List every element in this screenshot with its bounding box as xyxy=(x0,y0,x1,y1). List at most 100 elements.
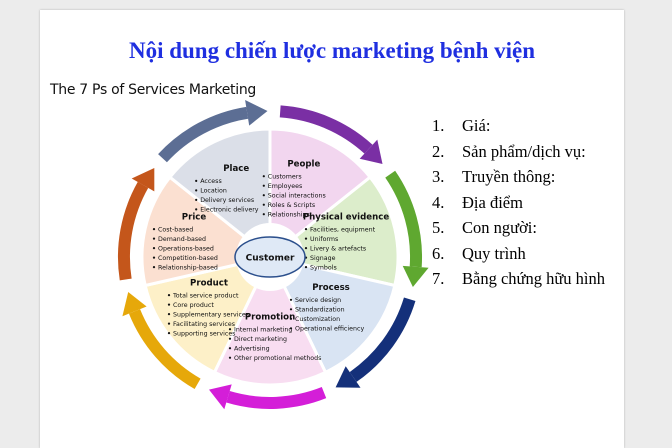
segment-promotion xyxy=(212,253,328,387)
segment-item: Employees xyxy=(268,183,302,190)
segment-item: Livery & artefacts xyxy=(310,245,366,252)
bullet-icon xyxy=(152,237,156,240)
list-item-number: 6. xyxy=(432,243,445,263)
cycle-arrow-people xyxy=(279,105,373,154)
segment-item: Cost-based xyxy=(158,226,193,233)
bullet-icon xyxy=(152,247,156,250)
arrow-head-icon xyxy=(335,366,361,388)
content-list: 1. Giá: 2.Sản phẩm/dịch vụ: 3. Truyền thông:… xyxy=(432,113,605,292)
list-item: 3. Truyền thông: xyxy=(432,164,605,190)
cycle-arrow-place xyxy=(158,106,249,163)
cycle-arrow-promotion xyxy=(226,386,327,409)
arrow-head-icon xyxy=(359,139,383,164)
segment-item: Competition-based xyxy=(158,255,218,262)
list-item-text: Truyền thông: xyxy=(462,167,556,186)
bullet-icon xyxy=(228,328,232,331)
bullet-icon xyxy=(262,184,265,187)
segment-place xyxy=(167,127,272,261)
list-item-number: 3. xyxy=(432,167,445,186)
slide-title: Nội dung chiến lược marketing bệnh viện xyxy=(128,38,536,63)
bullet-icon xyxy=(304,266,308,269)
bullet-icon xyxy=(289,317,293,320)
bullet-icon xyxy=(152,256,156,259)
segment-item: Supplementary services xyxy=(173,311,249,318)
list-item-number: 5. xyxy=(432,218,445,237)
bullet-icon xyxy=(289,298,293,301)
wheel-title: The 7 Ps of Services Marketing xyxy=(50,82,256,98)
bullet-icon xyxy=(195,189,198,192)
cycle-arrow-physical-evidence xyxy=(385,170,423,268)
segment-item: Delivery services xyxy=(200,197,254,204)
list-item-text: Sản phẩm/dịch vụ: xyxy=(462,141,586,161)
list-item-text: Bằng chứng hữu hình xyxy=(462,269,605,288)
list-item: 2.Sản phẩm/dịch vụ: xyxy=(432,139,605,165)
segment-item: Core product xyxy=(173,302,214,309)
segment-item: Direct marketing xyxy=(234,336,287,343)
segment-item: Total service product xyxy=(172,292,239,299)
segment-item: Standardization xyxy=(295,307,345,314)
bullet-icon xyxy=(167,332,171,335)
list-item: 1. Giá: xyxy=(432,113,605,139)
bullet-icon xyxy=(289,308,293,311)
segment-item: Advertising xyxy=(234,346,270,353)
list-item-text: Giá: xyxy=(462,116,491,135)
cycle-arrow-product xyxy=(128,309,201,390)
segment-item: Signage xyxy=(310,255,336,262)
segment-item: Relationships xyxy=(268,212,310,219)
arrow-head-icon xyxy=(209,384,232,410)
bullet-icon xyxy=(262,213,265,216)
bullet-icon xyxy=(152,266,156,269)
arrow-head-icon xyxy=(402,265,429,287)
bullet-icon xyxy=(152,228,156,231)
list-item: 4. Địa điểm xyxy=(432,190,605,216)
segment-item: Location xyxy=(200,188,227,195)
bullet-icon xyxy=(289,327,293,330)
bullet-icon xyxy=(228,337,232,340)
bullet-icon xyxy=(195,198,198,201)
list-item-number: 7. xyxy=(432,269,445,288)
segment-item: Uniforms xyxy=(310,236,338,243)
segment-title: Product xyxy=(190,278,228,288)
bullet-icon xyxy=(167,313,171,316)
list-item-text: Địa điểm xyxy=(462,192,523,212)
bullet-icon xyxy=(304,247,308,250)
segment-item: Symbols xyxy=(310,264,337,271)
segment-item: Social interactions xyxy=(268,193,326,200)
segment-item: Internal marketing xyxy=(234,327,292,334)
segment-item: Supporting services xyxy=(173,330,235,337)
segment-item: Service design xyxy=(295,297,341,304)
segment-item: Demand-based xyxy=(158,236,206,243)
list-item: 7. Bằng chứng hữu hình xyxy=(432,266,605,292)
segment-product xyxy=(143,254,273,375)
segment-title: Process xyxy=(312,283,350,293)
segment-text-price: PriceCost-basedDemand-basedOperations-ba… xyxy=(152,212,218,271)
segment-item: Customization xyxy=(295,316,340,323)
segment-item: Customers xyxy=(268,174,302,181)
list-item: 6.Quy trình xyxy=(432,241,605,267)
bullet-icon xyxy=(228,356,232,359)
bullet-icon xyxy=(167,303,171,306)
segment-item: Relationship-based xyxy=(158,264,218,271)
list-item-number: 4. xyxy=(432,192,445,212)
cycle-arrow-price xyxy=(117,181,149,281)
segment-process xyxy=(267,254,397,375)
segment-item: Roles & Scripts xyxy=(268,202,315,209)
bullet-icon xyxy=(228,347,232,350)
bullet-icon xyxy=(262,203,265,206)
slide: Nội dung chiến lược marketing bệnh viện … xyxy=(40,10,624,448)
segment-item: Access xyxy=(200,178,222,185)
list-item-number: 1. xyxy=(432,116,445,135)
segment-title: Promotion xyxy=(245,313,295,323)
bullet-icon xyxy=(262,175,265,178)
segment-title: Price xyxy=(182,212,207,222)
bullet-icon xyxy=(195,179,198,182)
bullet-icon xyxy=(167,294,171,297)
segment-item: Operational efficiency xyxy=(295,326,364,333)
bullet-icon xyxy=(262,194,265,197)
